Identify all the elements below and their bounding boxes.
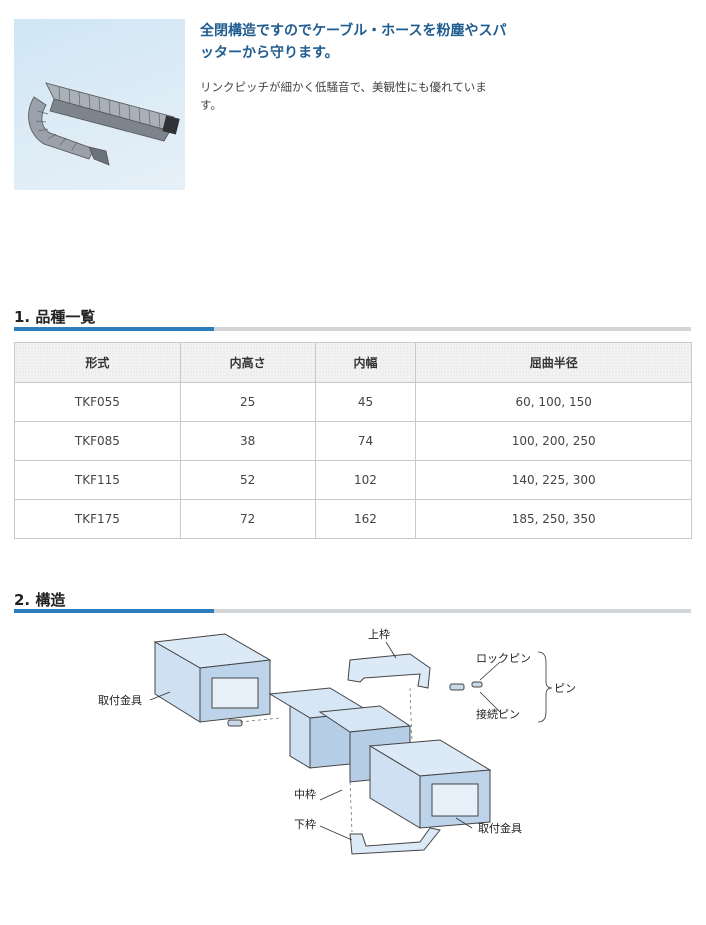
cable-chain-illustration — [28, 82, 180, 166]
table-row: TKF115 52 102 140, 225, 300 — [14, 460, 692, 500]
cell-inner-width: 45 — [314, 382, 417, 422]
label-mount-left: 取付金具 — [98, 693, 142, 707]
cell-inner-height: 52 — [179, 460, 316, 500]
section-rule — [14, 327, 691, 331]
cell-inner-width: 74 — [314, 421, 417, 461]
cell-inner-height: 38 — [179, 421, 316, 461]
cell-inner-height: 72 — [179, 499, 316, 539]
cell-inner-width: 102 — [314, 460, 417, 500]
cell-model: TKF055 — [14, 382, 181, 422]
table-row: TKF085 38 74 100, 200, 250 — [14, 421, 692, 461]
intro-body: リンクピッチが細かく低騒音で、美観性にも優れています。 — [200, 80, 487, 112]
label-mount-right: 取付金具 — [478, 821, 522, 835]
cell-model: TKF175 — [14, 499, 181, 539]
cell-bend-radius: 60, 100, 150 — [415, 382, 692, 422]
column-header-model: 形式 — [14, 342, 181, 383]
structure-diagram: 上枠 ロックピン ピン 接続ピン 取付金具 中枠 下枠 取付金具 — [98, 627, 576, 855]
section-rule — [14, 609, 691, 613]
intro-title: 全閉構造ですのでケーブル・ホースを粉塵やスパッターから守ります。 — [200, 23, 507, 61]
table-header-row: 形式 内高さ 内幅 屈曲半径 — [14, 342, 692, 383]
label-top-frame: 上枠 — [368, 627, 390, 641]
section-heading-structure: 2. 構造 — [14, 591, 66, 609]
label-pin: ピン — [554, 682, 576, 695]
spec-table: 形式 内高さ 内幅 屈曲半径 TKF055 25 45 60, 100, 150… — [14, 342, 692, 539]
table-row: TKF175 72 162 185, 250, 350 — [14, 499, 692, 539]
label-connect-pin: 接続ピン — [476, 707, 520, 721]
cell-inner-width: 162 — [314, 499, 417, 539]
cell-bend-radius: 185, 250, 350 — [415, 499, 692, 539]
column-header-bend-radius: 屈曲半径 — [415, 342, 692, 383]
cell-inner-height: 25 — [179, 382, 316, 422]
product-image — [14, 19, 185, 190]
cell-bend-radius: 140, 225, 300 — [415, 460, 692, 500]
cell-bend-radius: 100, 200, 250 — [415, 421, 692, 461]
section-heading-lineup: 1. 品種一覧 — [14, 308, 96, 326]
column-header-inner-width: 内幅 — [314, 342, 417, 383]
label-lock-pin: ロックピン — [476, 652, 531, 665]
label-middle-frame: 中枠 — [294, 787, 316, 801]
column-header-inner-height: 内高さ — [179, 342, 316, 383]
label-bottom-frame: 下枠 — [294, 817, 316, 831]
table-row: TKF055 25 45 60, 100, 150 — [14, 382, 692, 422]
cell-model: TKF115 — [14, 460, 181, 500]
cell-model: TKF085 — [14, 421, 181, 461]
